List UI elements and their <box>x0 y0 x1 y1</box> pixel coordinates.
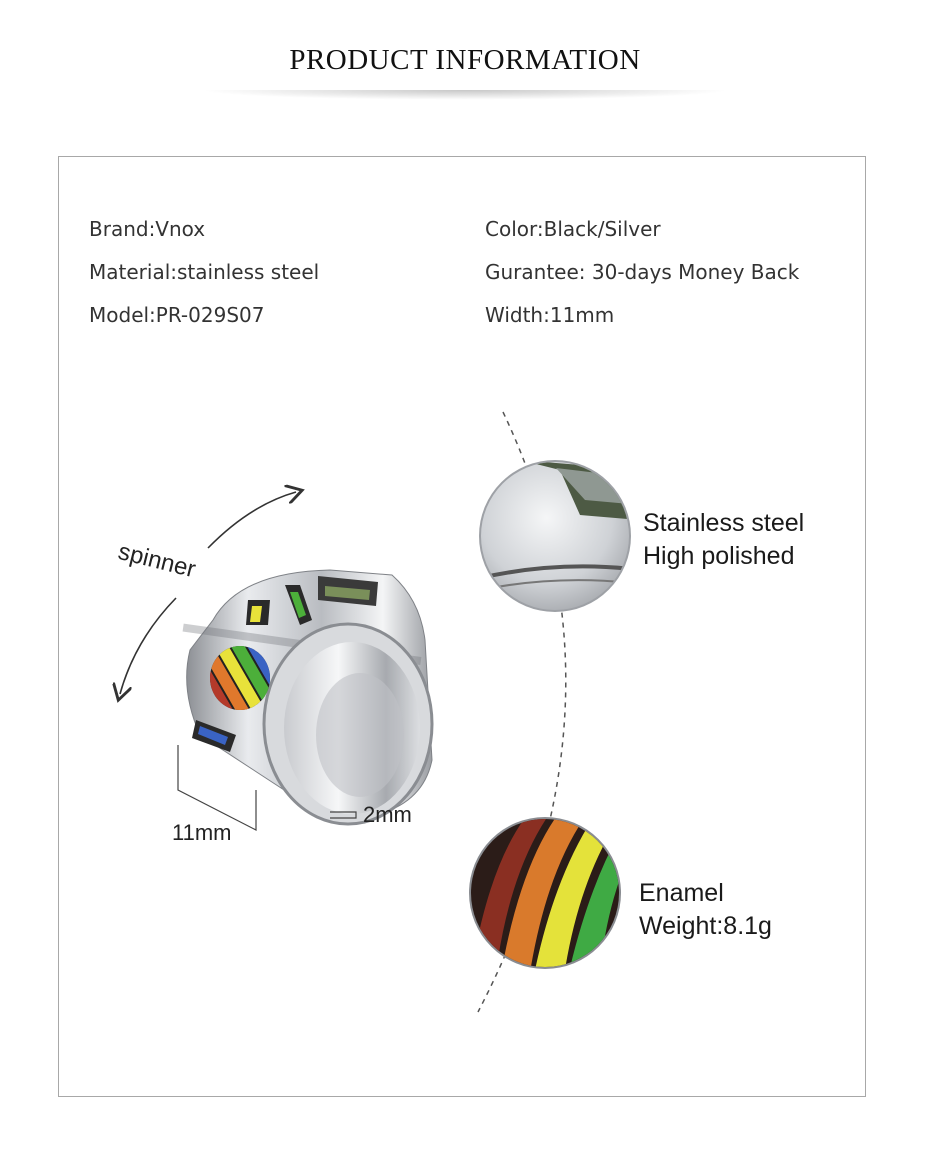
info-frame <box>58 156 866 1097</box>
ring-image <box>182 569 434 826</box>
dashed-guide-arc <box>477 411 567 1013</box>
spec-width: Width:11mm <box>485 303 615 327</box>
enamel-callout-line2: Weight:8.1g <box>639 912 772 940</box>
steel-zoom-detail <box>479 460 631 612</box>
width-dimension-label: 11mm <box>172 820 232 845</box>
enamel-callout-line1: Enamel <box>639 879 724 907</box>
spec-material: Material:stainless steel <box>89 260 320 284</box>
title-underline-shadow <box>200 90 730 100</box>
spec-model: Model:PR-029S07 <box>89 303 265 327</box>
width-dimension-line <box>177 745 257 831</box>
edge-dimension-line <box>330 811 357 819</box>
spin-arrow-upper <box>207 492 296 549</box>
steel-callout: Stainless steel High polished <box>643 507 804 573</box>
spec-brand: Brand:Vnox <box>89 217 206 241</box>
spin-arrow-lower <box>120 597 177 694</box>
steel-callout-line1: Stainless steel <box>643 509 805 537</box>
enamel-zoom-detail <box>469 817 621 969</box>
spec-color: Color:Black/Silver <box>485 217 661 241</box>
steel-callout-line2: High polished <box>643 542 795 570</box>
enamel-callout: Enamel Weight:8.1g <box>639 877 772 943</box>
spec-guarantee: Gurantee: 30-days Money Back <box>485 260 800 284</box>
page-title: PRODUCT INFORMATION <box>289 44 641 76</box>
edge-dimension-label: 2mm <box>363 802 412 827</box>
